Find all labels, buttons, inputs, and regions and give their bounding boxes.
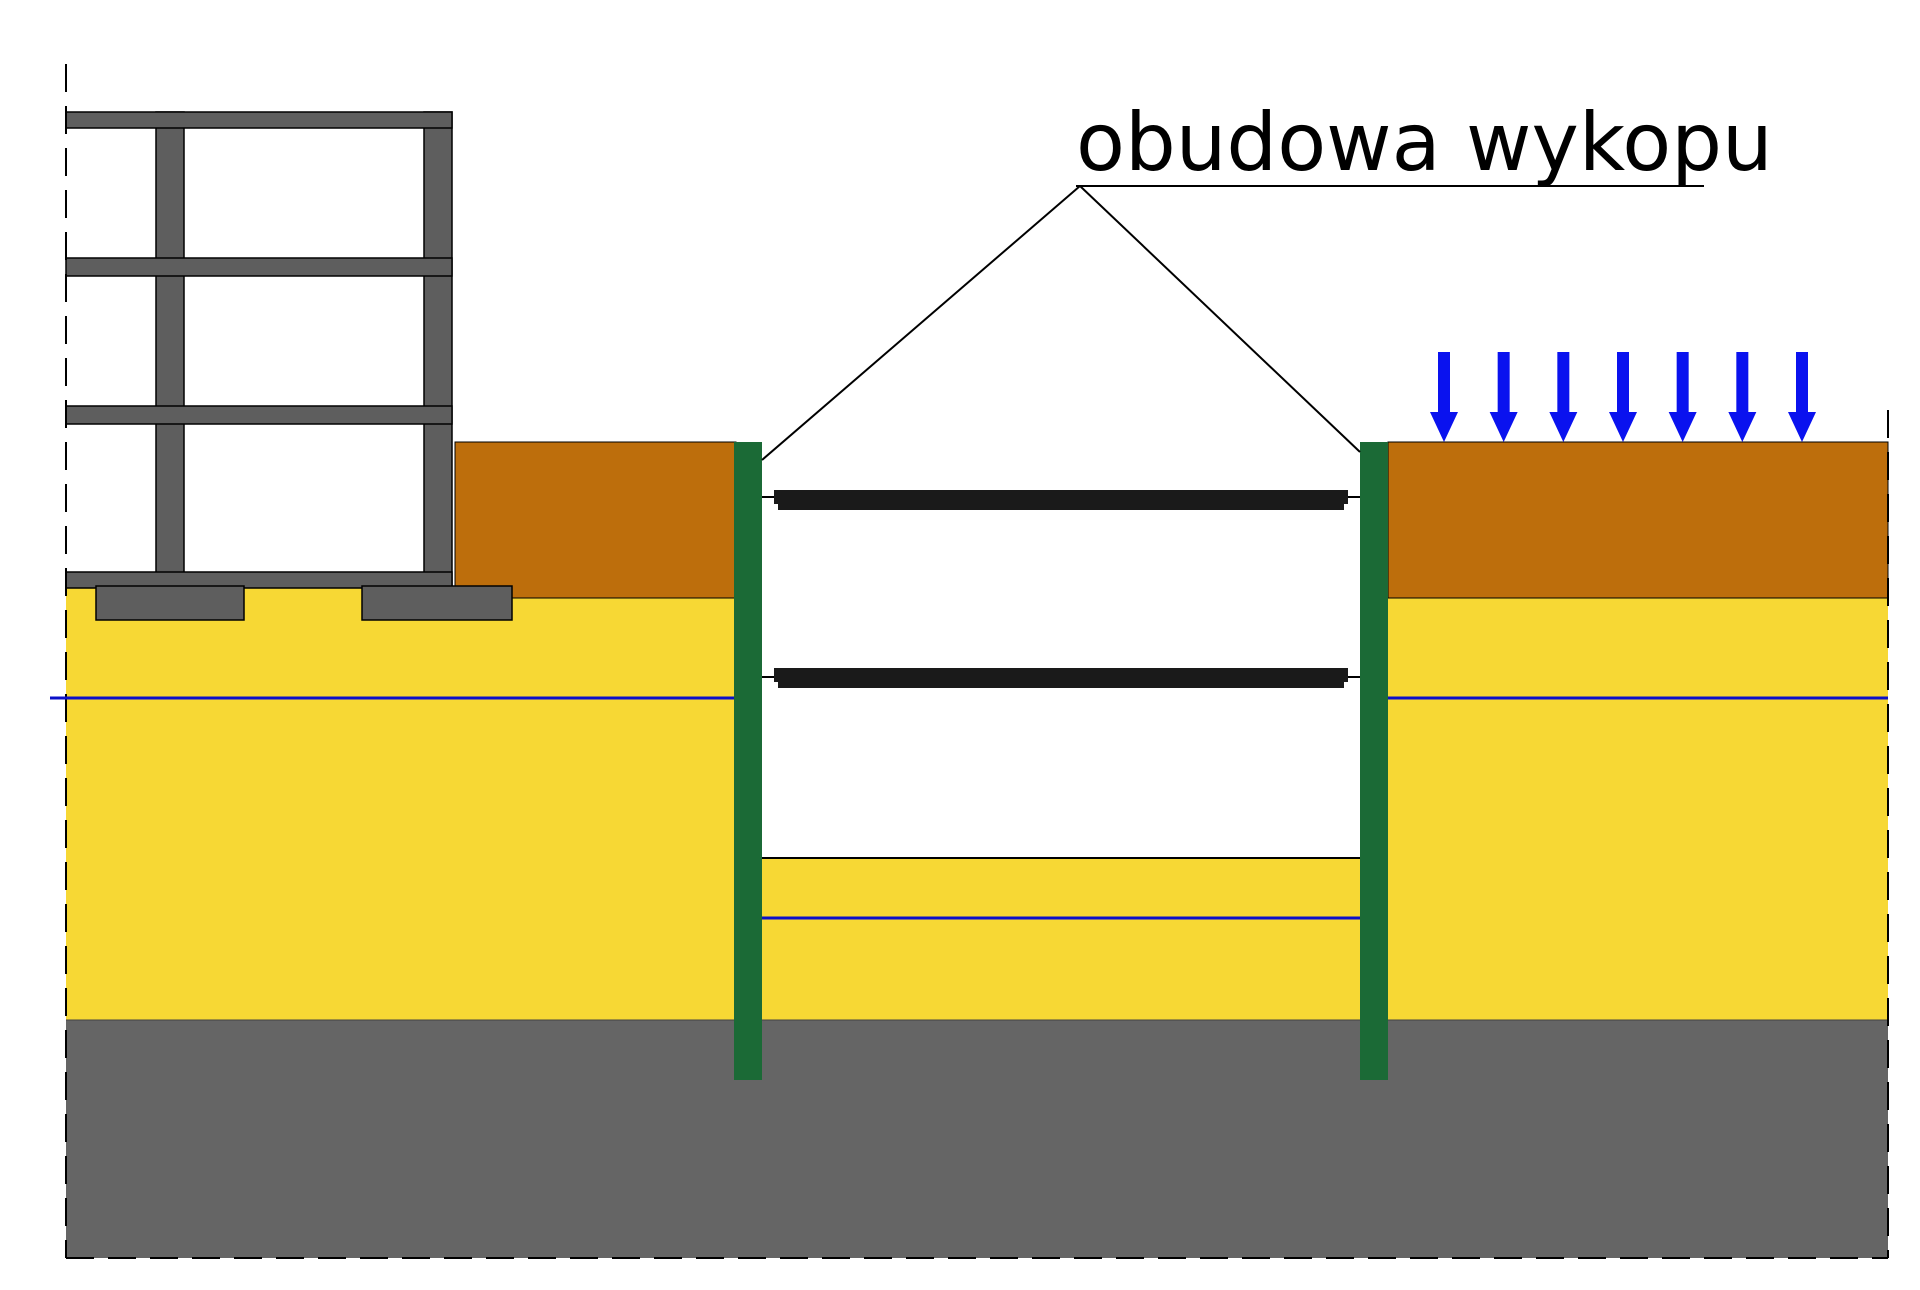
strut-upper: [762, 490, 1360, 510]
clay-layer-left: [454, 441, 737, 599]
building-column: [423, 111, 453, 587]
soil-layers: [66, 441, 1889, 1258]
arrow-down-icon: [1489, 352, 1518, 442]
leader-line-right: [1079, 185, 1361, 453]
arrow-down-icon: [1430, 352, 1458, 442]
arrow-down-icon: [1728, 352, 1757, 442]
building-slab: [65, 405, 453, 425]
arrow-down-icon: [1668, 352, 1697, 442]
struts: [762, 490, 1360, 688]
arrow-down-icon: [1788, 352, 1816, 442]
sand-layer-right: [1388, 598, 1888, 1020]
sheet-pile-wall-left: [734, 442, 762, 1080]
sheet-pile-wall-right: [1360, 442, 1388, 1080]
clay-layer-right: [1387, 441, 1889, 599]
building-footing: [95, 585, 245, 621]
sheet-pile-walls: [734, 442, 1388, 1080]
excavation-support-label: obudowa wykopu: [761, 96, 1773, 461]
sand-layer-left: [66, 586, 736, 1020]
strut-lower: [762, 668, 1360, 688]
label-text: obudowa wykopu: [1076, 96, 1773, 189]
arrow-down-icon: [1549, 352, 1578, 442]
model-boundary: [65, 64, 1889, 1259]
leader-line-left: [761, 185, 1081, 461]
groundwater-levels: [50, 696, 1888, 920]
surface-load-arrows: [1430, 352, 1816, 442]
building-slab: [65, 111, 453, 129]
rock-layer: [66, 1020, 1888, 1258]
existing-building: [65, 111, 513, 621]
arrow-down-icon: [1609, 352, 1637, 442]
building-footing: [361, 585, 513, 621]
building-column: [155, 111, 185, 587]
excavation-bottom-sand: [762, 858, 1360, 1020]
building-slab: [65, 257, 453, 277]
